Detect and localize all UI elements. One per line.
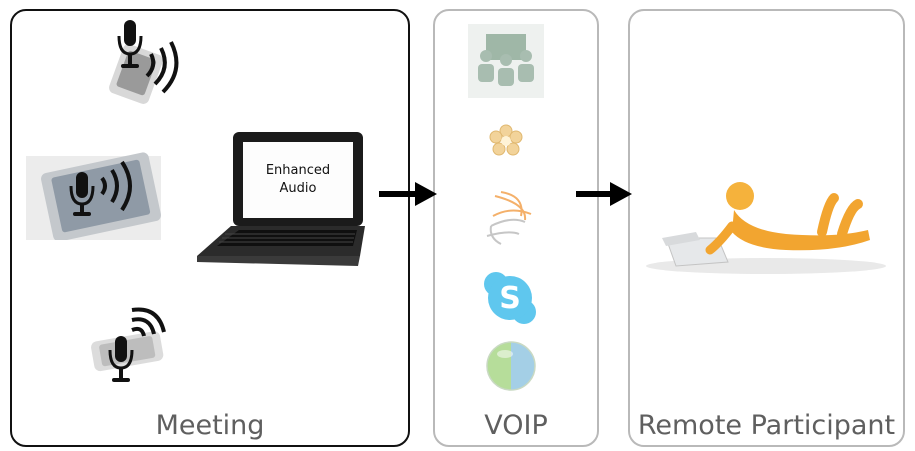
arrow-right-icon <box>379 182 437 206</box>
meeting-room-icon <box>468 24 544 98</box>
person-with-laptop-icon <box>646 182 886 274</box>
laptop-text-line1: Enhanced <box>265 163 331 178</box>
meeting-label: Meeting <box>155 410 265 441</box>
laptop-icon <box>197 132 365 266</box>
meeting-panel: Meeting <box>10 9 410 447</box>
mic-tablet-icon <box>26 152 161 240</box>
svg-text:S: S <box>499 281 521 316</box>
skype-icon: S <box>484 272 536 324</box>
remote-participant-label: Remote Participant <box>637 410 896 441</box>
sharepoint-icon <box>486 191 532 245</box>
voip-label: VOIP <box>484 410 548 441</box>
voip-panel: VOIP <box>433 9 599 447</box>
flower-icon <box>489 124 523 156</box>
mic-phone-icon <box>109 20 179 104</box>
mic-phone-icon <box>91 307 166 382</box>
laptop-screen-text: Enhanced Audio <box>262 162 334 198</box>
remote-participant-panel: Remote Participant <box>628 9 905 447</box>
laptop-text-line2: Audio <box>279 181 317 196</box>
arrow-right-icon <box>576 182 632 206</box>
globe-icon <box>486 341 536 391</box>
